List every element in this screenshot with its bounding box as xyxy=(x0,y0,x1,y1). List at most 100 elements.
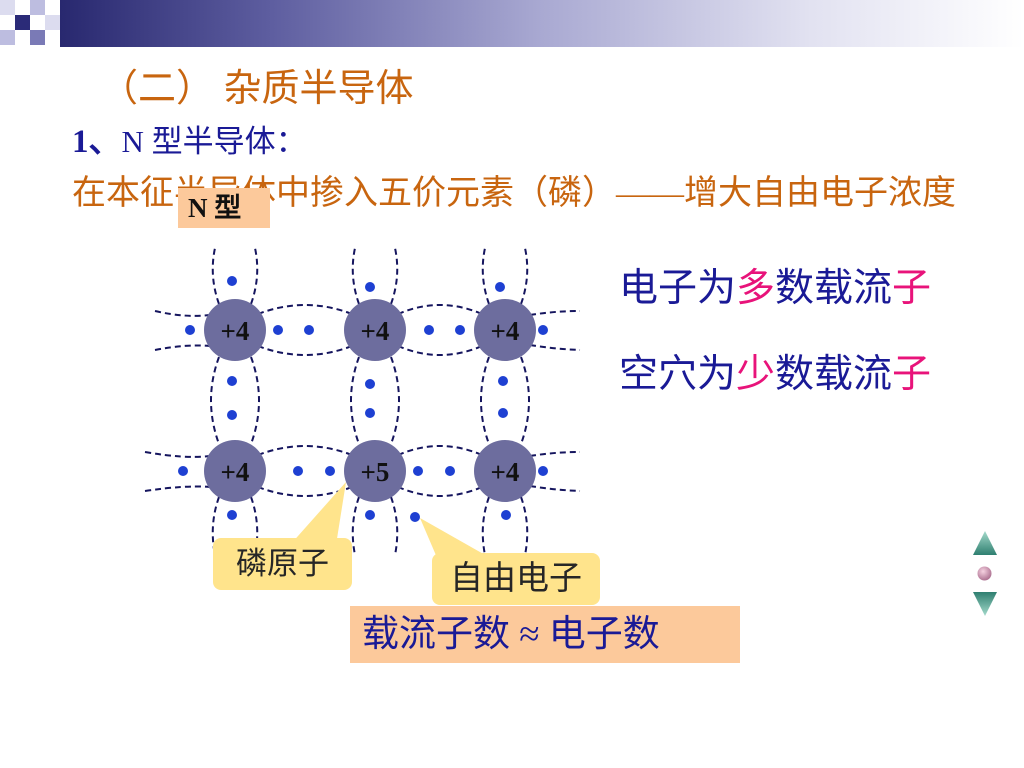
bond-line xyxy=(481,496,490,556)
valence-electron xyxy=(538,466,548,476)
bond-line xyxy=(520,247,529,305)
bond-line xyxy=(154,310,211,317)
valence-electron xyxy=(495,282,505,292)
corner-square xyxy=(45,15,60,30)
atom-core xyxy=(344,299,406,361)
valence-electron xyxy=(227,276,237,286)
phosphorus-atom: +5 xyxy=(344,440,406,502)
bond-line xyxy=(350,356,360,445)
valence-electron xyxy=(455,325,465,335)
valence-electron xyxy=(365,282,375,292)
free-electron-callout: 自由电子 xyxy=(432,553,600,605)
bond-line xyxy=(154,344,211,351)
valence-electron xyxy=(227,376,237,386)
minority-carrier-statement: 空穴为少数载流子 xyxy=(619,351,931,399)
silicon-atom: +4 xyxy=(204,299,266,361)
atom-charge-label: +4 xyxy=(221,316,250,346)
statement-highlight: 少 xyxy=(736,353,776,396)
valence-electron xyxy=(424,325,434,335)
bond-line xyxy=(520,496,529,556)
statement-text: 空穴为 xyxy=(619,353,737,396)
next-slide-button[interactable] xyxy=(972,591,998,617)
valence-electron xyxy=(273,325,283,335)
atom-charge-label: +5 xyxy=(361,457,390,487)
section-number: 1、 xyxy=(72,124,122,160)
valence-electron xyxy=(178,466,188,476)
bond-line xyxy=(257,304,353,315)
nav-down-icon xyxy=(973,592,997,616)
valence-electron xyxy=(498,408,508,418)
atom-core xyxy=(474,440,536,502)
valence-electron xyxy=(185,325,195,335)
bond-line xyxy=(351,496,360,556)
valence-electron xyxy=(445,466,455,476)
majority-carrier-statement: 电子为多数载流子 xyxy=(619,265,931,313)
bond-line xyxy=(257,486,353,497)
section-title: N 型半导体： xyxy=(121,124,307,159)
bond-line xyxy=(529,485,581,492)
valence-electron xyxy=(293,466,303,476)
atom-charge-label: +4 xyxy=(491,457,520,487)
atom-core xyxy=(204,440,266,502)
valence-electron xyxy=(304,325,314,335)
bond-line xyxy=(529,310,581,316)
valence-electron xyxy=(227,410,237,420)
section-heading: 1、N 型半导体： xyxy=(72,122,307,162)
bond-line xyxy=(480,356,490,445)
valence-electron xyxy=(227,510,237,520)
valence-electron xyxy=(501,510,511,520)
bond-line xyxy=(390,356,400,445)
bond-line xyxy=(144,451,211,458)
nav-return-icon xyxy=(977,566,992,581)
valence-electron xyxy=(498,376,508,386)
statement-highlight: 子 xyxy=(892,267,932,310)
previous-slide-button[interactable] xyxy=(972,530,998,556)
bond-line xyxy=(529,451,581,457)
nav-up-icon xyxy=(973,531,997,555)
valence-electron xyxy=(538,325,548,335)
corner-square xyxy=(0,30,15,45)
valence-electron xyxy=(325,466,335,476)
return-button[interactable] xyxy=(977,566,992,581)
atom-core xyxy=(344,440,406,502)
statement-text: 电子为 xyxy=(619,267,737,310)
bond-line xyxy=(351,247,360,305)
valence-electron xyxy=(365,510,375,520)
covalent-bonds xyxy=(144,247,581,556)
bond-line xyxy=(211,247,220,305)
silicon-atom: +4 xyxy=(204,440,266,502)
statement-highlight: 多 xyxy=(736,267,776,310)
bond-line xyxy=(390,247,399,305)
valence-electron xyxy=(365,408,375,418)
phosphorus-atom-callout: 磷原子 xyxy=(213,538,352,590)
bond-line xyxy=(250,356,260,445)
free-electron xyxy=(410,512,420,522)
corner-square xyxy=(30,0,45,15)
bond-line xyxy=(529,344,581,351)
electrons xyxy=(178,276,548,522)
bond-line xyxy=(257,445,353,456)
carrier-count-summary: 载流子数 ≈ 电子数 xyxy=(350,606,740,663)
bond-line xyxy=(210,356,220,445)
corner-square xyxy=(30,30,45,45)
bond-line xyxy=(257,345,353,356)
header-gradient-bar xyxy=(60,0,1024,47)
atom-core xyxy=(204,299,266,361)
bond-line xyxy=(520,356,530,445)
slide-title: （二） 杂质半导体 xyxy=(100,68,414,110)
valence-electron xyxy=(365,379,375,389)
statement-text: 数载流 xyxy=(775,267,893,310)
statement-text: 数载流 xyxy=(775,353,893,396)
bond-line xyxy=(397,486,483,497)
atom-core xyxy=(474,299,536,361)
bond-line xyxy=(250,247,259,305)
corner-square xyxy=(0,0,15,15)
atom-charge-label: +4 xyxy=(491,316,520,346)
n-type-badge: N 型 xyxy=(178,188,270,228)
statement-highlight: 子 xyxy=(892,353,932,396)
valence-electron xyxy=(413,466,423,476)
bond-line xyxy=(397,345,483,356)
atoms: +4 +4 +4 +4 +5 +4 xyxy=(204,299,536,502)
silicon-atom: +4 xyxy=(344,299,406,361)
